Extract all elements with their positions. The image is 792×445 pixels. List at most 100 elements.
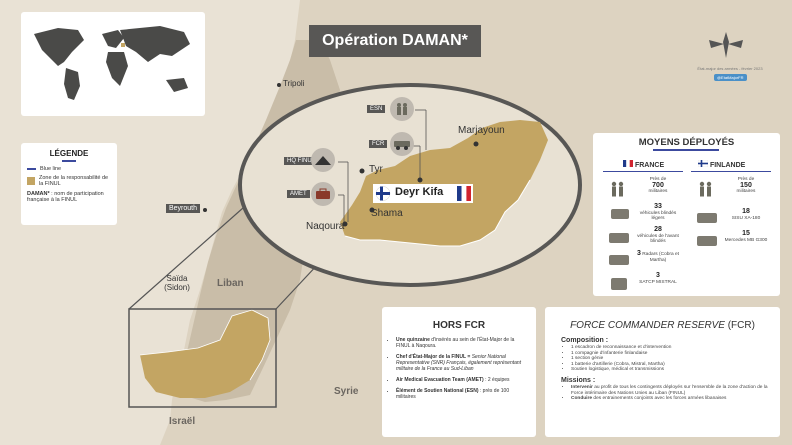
- vab-vehicle-icon: [609, 233, 629, 243]
- city-shama: Shama: [371, 208, 403, 219]
- city-tyr: Tyr: [369, 164, 383, 175]
- list-item: Intervenir au profit de tous les conting…: [571, 385, 770, 396]
- blue-line-large: [344, 179, 531, 247]
- country-syrie: Syrie: [334, 386, 359, 397]
- item-bold: Intervenir: [571, 384, 593, 390]
- france-personnel-unit: militaires: [648, 189, 668, 195]
- zoom-line-2: [275, 261, 321, 310]
- country-liban: Liban: [217, 278, 244, 289]
- finland-personnel-unit: militaires: [736, 189, 756, 195]
- france-satcp-unit: SATCP MISTRAL: [639, 279, 677, 285]
- finul-zone-large: [340, 120, 548, 246]
- sisu-vehicle-icon: [697, 213, 717, 223]
- dot-marjayoun: [473, 141, 479, 147]
- france-vab: 28 véhicules de l'avant blindés: [635, 226, 681, 245]
- list-item: Soutien logistique, médical et transmiss…: [571, 367, 770, 373]
- marker-hq-label: HQ FINUL: [284, 157, 319, 165]
- soldiers-icon: [390, 97, 414, 121]
- fcr-composition-list: 1 escadron de reconnaissance et d'interv…: [545, 345, 780, 373]
- legend-daman-key: DAMAN*: [27, 190, 50, 197]
- medical-bag-icon: [311, 182, 335, 206]
- marker-fcr-label: FCR: [369, 140, 388, 148]
- finland-personnel-value: 150: [740, 181, 752, 189]
- finland-sisu-value: 18: [742, 208, 750, 215]
- legend-row-blue-line: Blue line: [27, 166, 111, 173]
- item-text: des entrainements conjoints avec les for…: [593, 396, 727, 402]
- fcr-title-italic: FORCE COMMANDER RESERVE: [570, 320, 725, 331]
- moyens-finland-label: FINLANDE: [709, 162, 746, 169]
- france-personnel: Près de 700 militaires: [635, 177, 681, 195]
- list-item: Conduire des entrainements conjoints ave…: [571, 396, 770, 402]
- tent-icon: [311, 148, 335, 172]
- fcr-missions-list: Intervenir au profit de tous les conting…: [545, 385, 780, 402]
- list-item: 1 batterie d'artillerie (Cobra, Mistral,…: [571, 362, 770, 368]
- department-credit: État-major des armées - février 2023: [697, 66, 763, 71]
- zone-swatch: [27, 177, 35, 185]
- zoom-box: [128, 308, 277, 408]
- moyens-underline: [653, 149, 719, 151]
- france-vbl-unit: véhicules blindés légers: [639, 210, 677, 222]
- finland-sisu-unit: SISU XA-180: [731, 215, 761, 221]
- blue-line-small: [139, 309, 271, 381]
- item-text: d'insérés au sein de l'État-Major de la …: [396, 337, 515, 349]
- finland-mercedes: 15 Mercedes MB G300: [723, 230, 769, 243]
- item-text: : 2 équipes: [485, 377, 510, 383]
- blue-line-swatch: [27, 168, 36, 171]
- city-beyrouth: Beyrouth: [166, 204, 201, 213]
- item-bold: Air Medical Evacuation Team (AMET): [396, 377, 484, 383]
- finland-flag-icon: [375, 186, 391, 201]
- france-soldiers-icon: [611, 181, 624, 197]
- deyr-kifa-banner: Deyr Kifa: [373, 184, 473, 203]
- armed-forces-insignia-icon: [709, 32, 743, 58]
- france-flag-small-icon: [623, 160, 633, 167]
- france-radars-value: 3: [636, 250, 641, 257]
- list-item: Air Medical Evacuation Team (AMET) : 2 é…: [396, 377, 526, 383]
- world-map-highlight: [121, 43, 125, 47]
- france-radars-unit: Radars (Cobra et Martha): [642, 252, 680, 263]
- hors-fcr-list: Une quinzaine d'insérés au sein de l'Éta…: [382, 337, 536, 400]
- france-vab-unit: véhicules de l'avant blindés: [637, 233, 679, 245]
- legend-zone-label: Zone de la responsabilité de la FINUL: [39, 174, 109, 188]
- hors-fcr-panel: HORS FCR Une quinzaine d'insérés au sein…: [382, 307, 536, 437]
- vehicle-icon: [390, 132, 414, 156]
- france-flag-icon: [457, 186, 471, 201]
- france-vbl-value: 33: [654, 203, 662, 210]
- item-bold: Chef d'État-Major de la FINUL =: [396, 354, 471, 360]
- legend-panel: LÉGENDE Blue line Zone de la responsabil…: [21, 143, 117, 225]
- france-satcp-value: 3: [656, 272, 660, 279]
- city-tripoli: Tripoli: [283, 79, 305, 88]
- legend-row-zone: Zone de la responsabilité de la FINUL: [27, 175, 111, 188]
- country-israel: Israël: [169, 416, 196, 427]
- dot-naqoura: [342, 221, 348, 227]
- finland-mercedes-unit: Mercedes MB G300: [724, 237, 768, 243]
- finland-soldiers-icon: [699, 181, 712, 197]
- fcr-panel: FORCE COMMANDER RESERVE (FCR) Compositio…: [545, 307, 780, 437]
- mercedes-vehicle-icon: [697, 236, 717, 246]
- finland-flag-small-icon: [697, 159, 709, 168]
- finland-personnel-prefix: Près de: [737, 177, 755, 182]
- list-item: Chef d'État-Major de la FINUL = Senior N…: [396, 354, 526, 372]
- moyens-finland-header: FINLANDE: [697, 159, 746, 169]
- legend-heading: LÉGENDE: [49, 149, 89, 158]
- zoom-line-1: [128, 199, 253, 310]
- item-text: Senior National Representative (SNR) Fra…: [396, 354, 522, 372]
- list-item: Élément de Soutien National (ESN) : près…: [396, 388, 526, 400]
- france-radars: 3 Radars (Cobra et Martha): [635, 250, 681, 263]
- finul-zone-small: [140, 310, 270, 398]
- france-vab-value: 28: [654, 226, 662, 233]
- twitter-handle[interactable]: @EtatMajorFR: [714, 74, 747, 81]
- world-map-continents: [34, 26, 190, 100]
- finland-sisu: 18 SISU XA-180: [723, 208, 769, 221]
- list-item: 1 escadron de reconnaissance et d'interv…: [571, 345, 770, 351]
- mistral-launcher-icon: [611, 278, 627, 290]
- city-saida: Saïda (Sidon): [164, 274, 190, 292]
- france-underline: [603, 171, 683, 172]
- city-marjayoun: Marjayoun: [458, 125, 505, 136]
- list-item: 1 compagnie d'infanterie finlandaise: [571, 351, 770, 357]
- marker-esn-label: ESN: [367, 105, 386, 113]
- list-item: Une quinzaine d'insérés au sein de l'Éta…: [396, 337, 526, 349]
- france-personnel-prefix: Près de: [649, 177, 667, 182]
- fcr-title: FORCE COMMANDER RESERVE (FCR): [545, 320, 780, 331]
- legend-daman-def: : nom de participation française à la FI…: [27, 190, 104, 204]
